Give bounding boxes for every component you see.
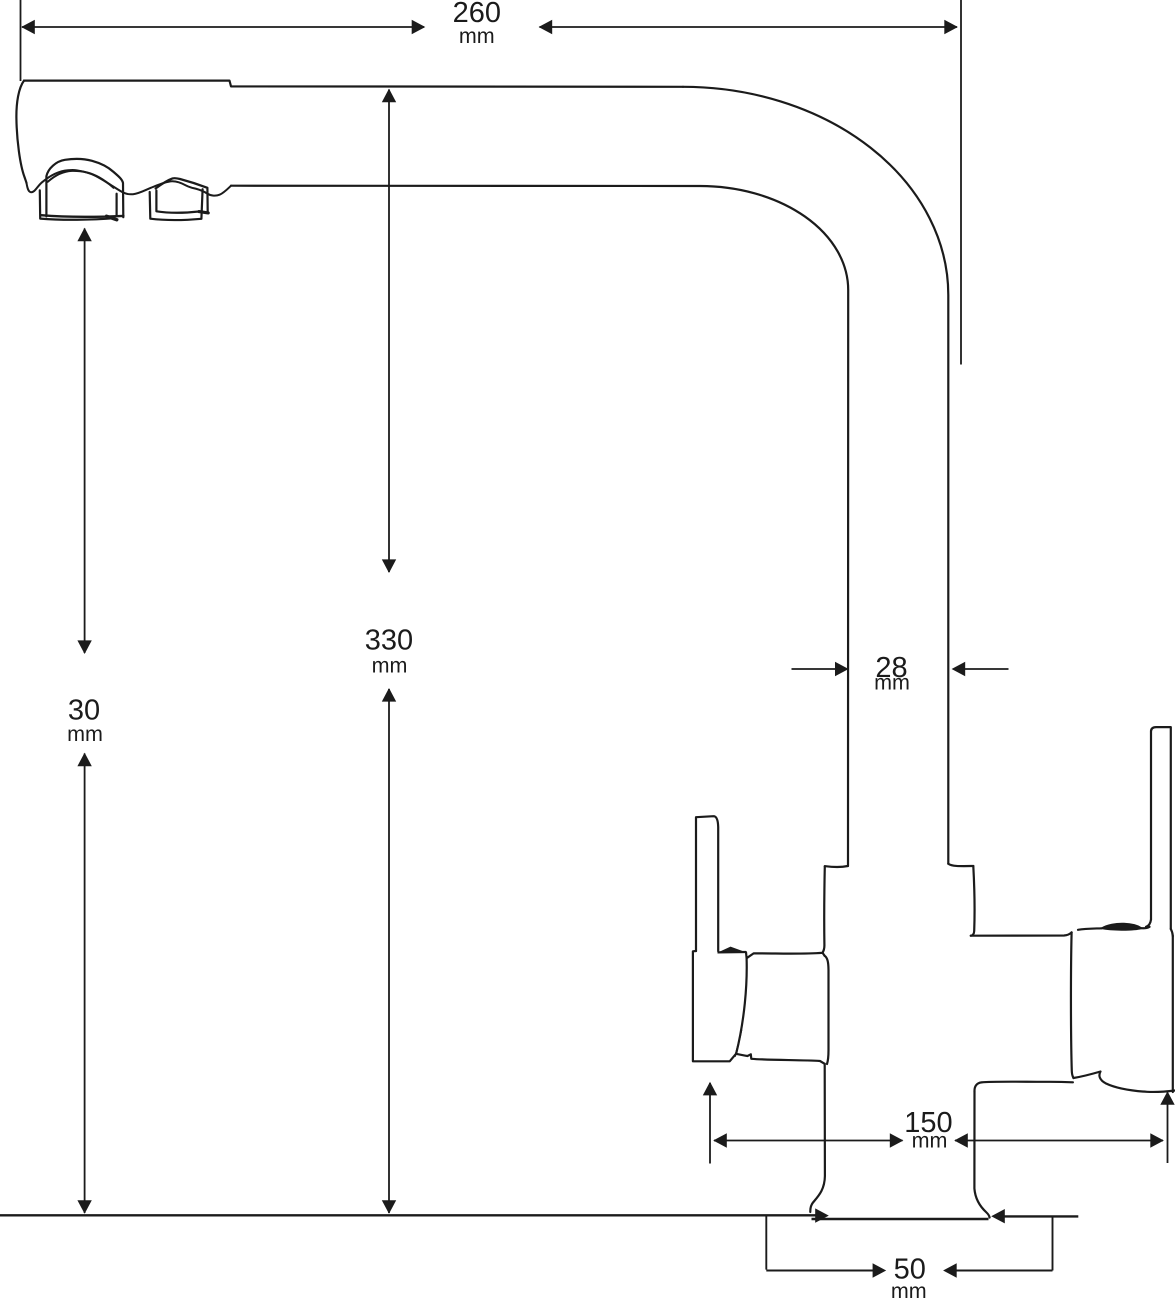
svg-text:330: 330	[365, 625, 413, 657]
svg-text:50: 50	[894, 1254, 926, 1286]
svg-text:mm: mm	[67, 722, 103, 746]
svg-text:mm: mm	[372, 654, 408, 678]
svg-text:mm: mm	[459, 24, 495, 48]
svg-text:260: 260	[453, 0, 501, 29]
svg-text:28: 28	[875, 652, 907, 684]
svg-text:mm: mm	[891, 1279, 927, 1300]
svg-text:30: 30	[68, 695, 100, 727]
svg-text:150: 150	[904, 1107, 952, 1139]
svg-text:mm: mm	[874, 670, 910, 694]
svg-text:mm: mm	[912, 1129, 948, 1153]
